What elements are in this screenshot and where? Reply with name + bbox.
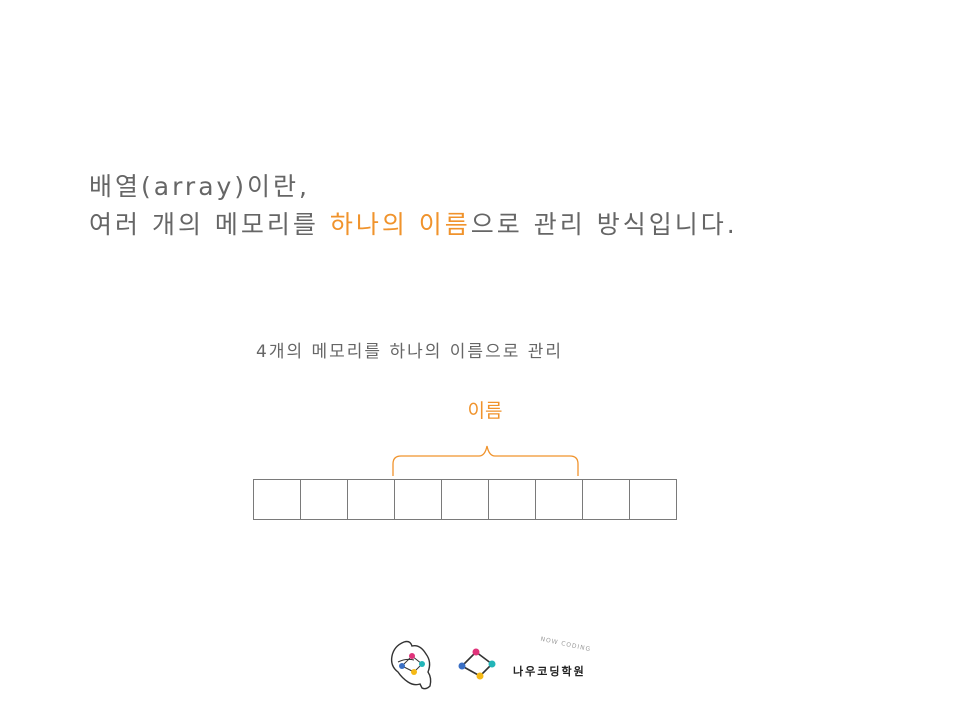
brand-logos	[390, 640, 496, 690]
memory-cell	[253, 479, 301, 520]
brace-label: 이름	[467, 400, 503, 422]
memory-cells	[253, 479, 677, 520]
memory-cell	[629, 479, 677, 520]
brand-name: 나우코딩학원	[513, 665, 586, 678]
memory-cell	[394, 479, 442, 520]
memory-cell	[300, 479, 348, 520]
heading-line-2-suffix: 으로 관리 방식입니다.	[470, 210, 738, 239]
heading-line-2-prefix: 여러 개의 메모리를	[89, 210, 330, 239]
brain-logo-icon	[390, 640, 432, 690]
memory-cell	[488, 479, 536, 520]
memory-cell	[347, 479, 395, 520]
heading-line-1: 배열(array)이란,	[89, 172, 311, 201]
heading-highlight: 하나의 이름	[329, 210, 471, 239]
memory-cell	[441, 479, 489, 520]
memory-cell	[582, 479, 630, 520]
memory-cell	[535, 479, 583, 520]
slide-heading: 배열(array)이란, 여러 개의 메모리를 하나의 이름으로 관리 방식입니…	[89, 168, 738, 244]
network-logo-icon	[458, 648, 496, 680]
heading-line-2: 여러 개의 메모리를 하나의 이름으로 관리 방식입니다.	[89, 206, 738, 244]
diagram-caption: 4개의 메모리를 하나의 이름으로 관리	[256, 342, 564, 362]
